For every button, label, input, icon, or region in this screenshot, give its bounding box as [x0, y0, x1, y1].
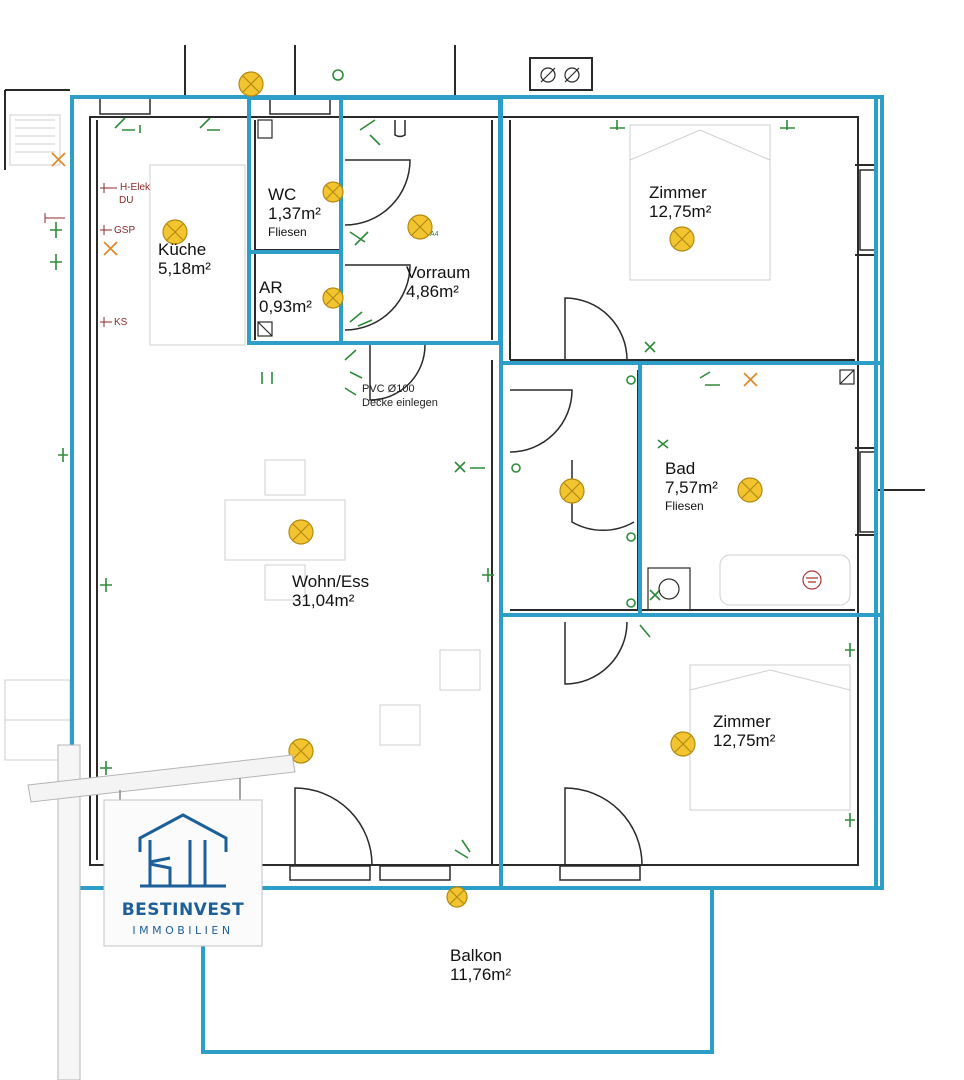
light-zimmer-bottom: [670, 731, 696, 757]
sign-brand: BESTINVEST: [121, 900, 245, 920]
room-area: 7,57m²: [665, 478, 718, 497]
room-area: 5,18m²: [158, 259, 211, 278]
room-area: 31,04m²: [292, 591, 355, 610]
kitchen-tags-leaders: [44, 183, 117, 327]
house-logo-icon: [138, 813, 228, 888]
light-zimmer-top: [669, 226, 695, 252]
electrical-symbols: [50, 69, 855, 859]
pvc-note-line1: PVC Ø100: [362, 383, 415, 395]
room-area: 11,76m²: [450, 965, 512, 984]
ceiling-lights: [162, 71, 763, 908]
light-balkon: [446, 886, 468, 908]
sign-subtitle: IMMOBILIEN: [132, 924, 234, 937]
room-label-wohn-ess: Wohn/Ess 31,04m²: [292, 572, 369, 610]
room-name: Balkon: [450, 946, 502, 965]
realestate-sign: [27, 744, 296, 1080]
room-area: 12,75m²: [713, 731, 776, 750]
tag-a4: A4: [430, 231, 439, 238]
fixtures: [257, 67, 855, 611]
light-entry: [238, 71, 264, 97]
light-hall: [559, 478, 585, 504]
room-label-zimmer-bottom: Zimmer 12,75m²: [713, 712, 775, 750]
room-label-balkon: Balkon 11,76m²: [450, 946, 511, 984]
tag-h-elek: H-Elek: [120, 182, 151, 193]
light-vorraum: [407, 214, 433, 240]
room-name: AR: [259, 278, 283, 297]
door-swings: [294, 120, 643, 866]
furniture-layer: [4, 114, 851, 811]
room-label-wc: WC 1,37m² Fliesen: [268, 185, 321, 240]
room-name: WC: [268, 185, 297, 204]
room-label-bad: Bad 7,57m² Fliesen: [665, 459, 718, 514]
room-label-ar: AR 0,93m²: [259, 278, 312, 316]
room-area: 12,75m²: [649, 202, 712, 221]
room-area: 4,86m²: [406, 282, 459, 301]
room-name: Zimmer: [713, 712, 771, 731]
room-area: 1,37m²: [268, 204, 321, 223]
windows: [99, 97, 876, 881]
room-label-zimmer-top: Zimmer 12,75m²: [649, 183, 711, 221]
vent-markers: [51, 152, 758, 387]
room-label-kueche: Küche 5,18m²: [158, 240, 211, 278]
tag-ks: KS: [114, 317, 128, 328]
room-name: Küche: [158, 240, 207, 259]
room-label-vorraum: Vorraum 4,86m²: [406, 263, 470, 301]
tag-du: DU: [119, 195, 134, 206]
room-name: Zimmer: [649, 183, 707, 202]
light-ar: [322, 287, 344, 309]
room-name: Wohn/Ess: [292, 572, 370, 591]
room-name: Bad: [665, 459, 696, 478]
pvc-note: PVC Ø100 Decke einlegen: [362, 382, 438, 410]
light-bad: [737, 477, 763, 503]
room-area: 0,93m²: [259, 297, 312, 316]
overlay-outlines: [70, 95, 884, 1054]
light-wohn: [288, 519, 314, 545]
light-kitchen: [162, 219, 188, 245]
light-ess: [288, 738, 314, 764]
tag-gsp: GSP: [114, 225, 136, 236]
pvc-note-line2: Decke einlegen: [362, 397, 438, 409]
walls: [4, 45, 925, 866]
light-wc: [322, 181, 344, 203]
room-floor: Fliesen: [665, 499, 704, 513]
room-name: Vorraum: [406, 263, 471, 282]
room-floor: Fliesen: [268, 225, 307, 239]
